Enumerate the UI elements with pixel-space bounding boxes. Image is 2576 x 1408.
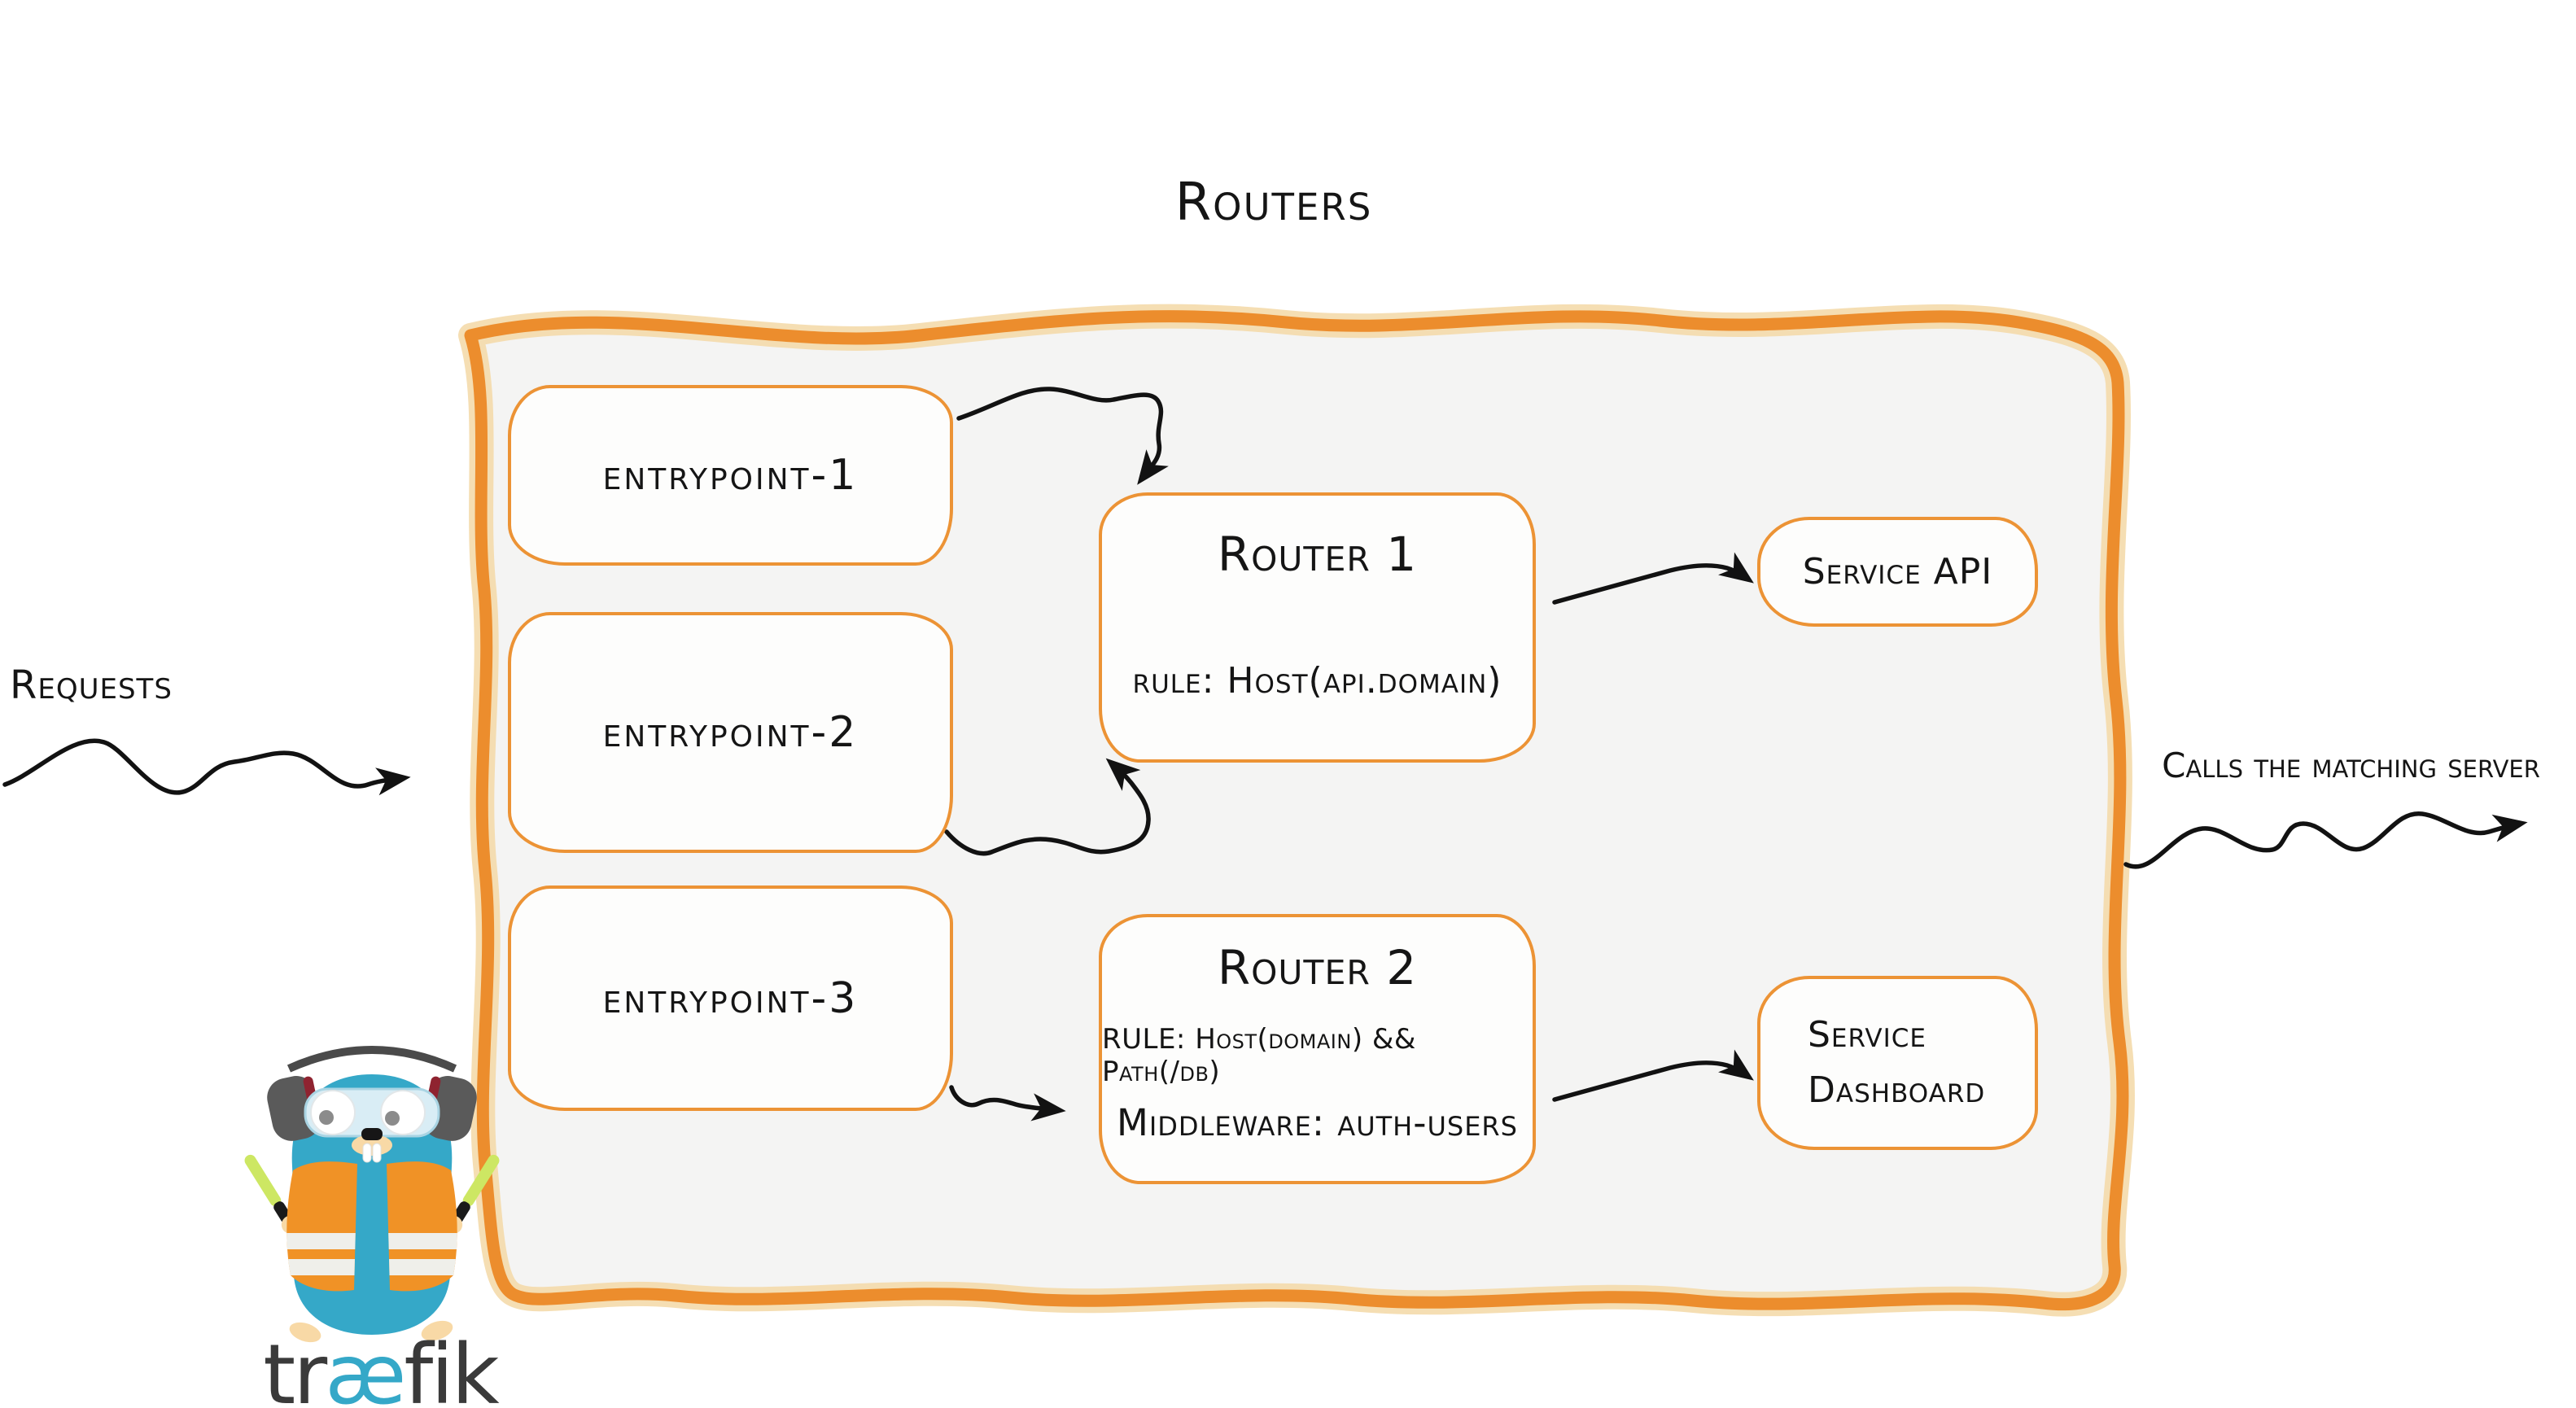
traefik-gopher-mascot <box>244 1046 500 1343</box>
entrypoint-2-box: entrypoint-2 <box>508 612 953 853</box>
gopher-feet <box>289 1320 453 1343</box>
router-1-name: Router 1 <box>1217 527 1418 582</box>
page-title: Routers <box>1174 173 1373 233</box>
flow-arrows <box>2 387 2528 1122</box>
gopher-snout <box>352 1128 392 1163</box>
router-1-box: Router 1 rule: Host(api.domain) <box>1099 492 1536 763</box>
calls-annotation: Calls the matching server <box>2162 746 2540 785</box>
router-2-middleware: Middleware: auth-users <box>1117 1101 1518 1144</box>
router-2-rule: RULE: Host(domain) && Path(/db) <box>1102 1023 1416 1088</box>
arrow-router2-to-service-dashboard <box>1552 1049 1754 1102</box>
arrow-router1-to-service-api <box>1552 552 1754 605</box>
traefik-wordmark: træfik <box>238 1327 523 1408</box>
entrypoint-1-label: entrypoint-1 <box>602 451 859 500</box>
router-2-name: Router 2 <box>1217 940 1418 995</box>
gopher-eyes <box>310 1090 426 1135</box>
arrow-calls-out <box>2123 811 2528 869</box>
wordmark-ae-ligature: æ <box>325 1327 406 1408</box>
service-dashboard-label: Service Dashboard <box>1808 1013 1986 1111</box>
service-api-label: Service API <box>1802 551 1993 592</box>
arrow-entrypoint2-to-router1 <box>944 758 1151 856</box>
entrypoint-1-box: entrypoint-1 <box>508 385 953 566</box>
arrow-requests-in <box>2 738 411 796</box>
entrypoint-2-label: entrypoint-2 <box>602 708 859 757</box>
arrow-entrypoint1-to-router1 <box>956 387 1169 485</box>
arrow-entrypoint3-to-router2 <box>949 1085 1066 1122</box>
gopher-safety-vest <box>286 1161 457 1292</box>
router-2-box: Router 2 RULE: Host(domain) && Path(/db)… <box>1099 914 1536 1184</box>
service-api-box: Service API <box>1757 517 2038 627</box>
entrypoint-3-box: entrypoint-3 <box>508 885 953 1111</box>
wordmark-pre: tr <box>263 1327 327 1408</box>
entrypoint-3-label: entrypoint-3 <box>602 973 859 1023</box>
requests-annotation: Requests <box>10 662 173 708</box>
headphones-band-icon <box>286 1046 457 1073</box>
service-dashboard-box: Service Dashboard <box>1757 976 2038 1150</box>
router-1-rule: rule: Host(api.domain) <box>1132 660 1502 702</box>
wordmark-post: fik <box>404 1327 499 1408</box>
